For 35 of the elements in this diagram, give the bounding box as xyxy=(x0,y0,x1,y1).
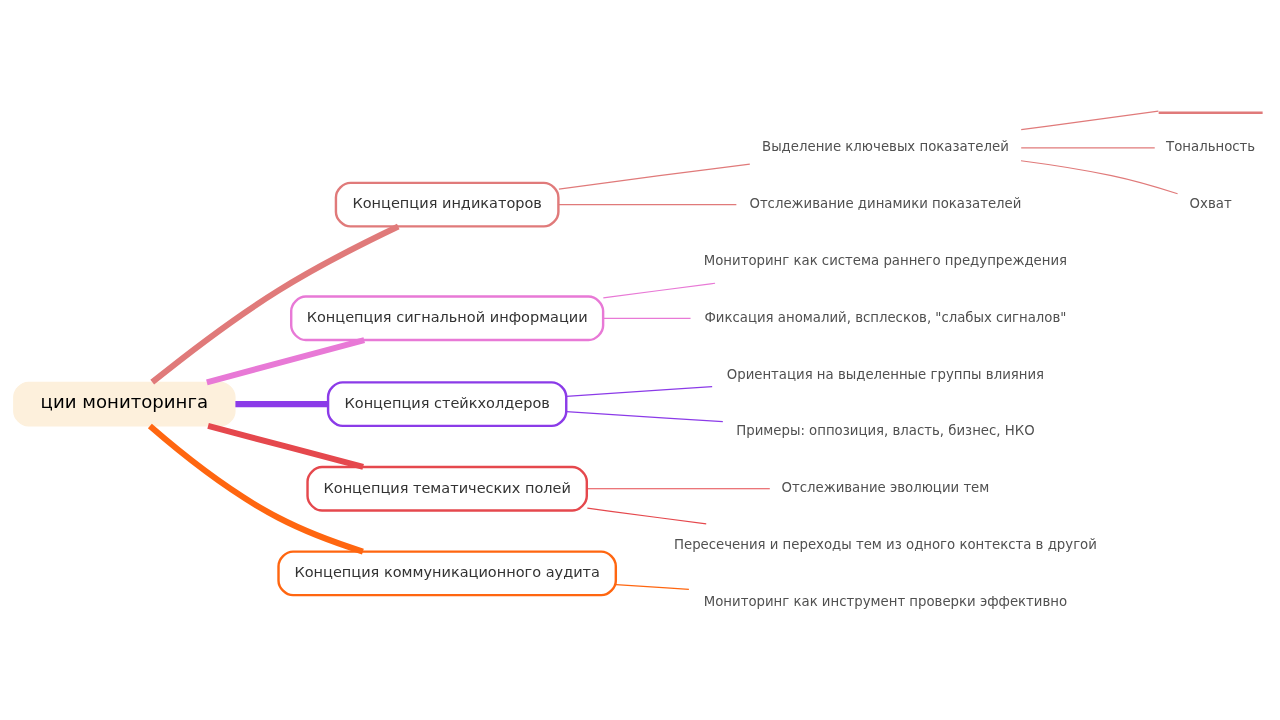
node-text: Отслеживание динамики показателей xyxy=(749,196,1022,212)
node-text: Мониторинг как система раннего предупреждения xyxy=(703,252,1068,268)
node-text: Тональность xyxy=(1166,139,1256,155)
connector xyxy=(586,488,771,490)
node-box: ции мониторинга xyxy=(13,381,236,427)
node-text: Пересечения и переходы тем из одного контекста в другой xyxy=(673,536,1097,552)
connector xyxy=(586,507,707,525)
connector xyxy=(147,423,364,555)
node-box: Концепция сигнальной информации xyxy=(290,295,605,342)
node-text: Мониторинг как инструмент проверки эффективно xyxy=(703,593,1068,609)
connector xyxy=(565,385,713,397)
node-text: Ориентация на выделенные группы влияния xyxy=(726,366,1045,382)
node-text: Охват xyxy=(1189,196,1232,212)
connector xyxy=(558,163,751,190)
node-text: Фиксация аномалий, всплесков, "слабых сигналов" xyxy=(704,309,1067,325)
connector xyxy=(1020,160,1179,195)
node-box: Концепция коммуникационного аудита xyxy=(277,550,618,597)
node-box: Концепция стейкхолдеров xyxy=(326,381,568,428)
connector xyxy=(565,411,724,423)
node-box: Концепция тематических полей xyxy=(306,465,588,512)
connector xyxy=(1020,147,1156,149)
connector xyxy=(207,423,364,470)
node-bar xyxy=(1158,111,1263,114)
connector xyxy=(602,282,716,299)
connector xyxy=(206,337,365,386)
connector xyxy=(558,204,737,206)
node-text: Примеры: оппозиция, власть, бизнес, НКО xyxy=(736,423,1035,439)
node-box: Концепция индикаторов xyxy=(334,181,560,228)
node-text: Отслеживание эволюции тем xyxy=(781,480,990,496)
connector xyxy=(150,223,400,385)
connector xyxy=(602,317,692,319)
connector xyxy=(1020,110,1159,131)
node-text: Выделение ключевых показателей xyxy=(762,139,1009,155)
connector xyxy=(235,401,328,408)
connector xyxy=(615,583,690,590)
